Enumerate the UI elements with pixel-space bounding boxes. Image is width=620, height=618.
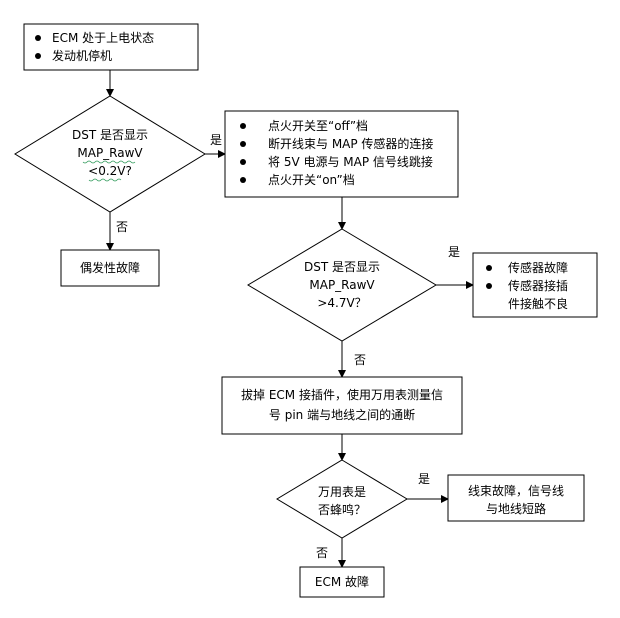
- bullet-icon: [35, 35, 41, 41]
- decision-2-line: DST 是否显示: [304, 260, 380, 274]
- action-1-line: 断开线束与 MAP 传感器的连接: [268, 136, 433, 151]
- decision-2-yes-label: 是: [448, 245, 460, 259]
- result-intermittent-box: 偶发性故障: [60, 249, 160, 287]
- result-ecm-text: ECM 故障: [315, 574, 369, 589]
- decision-2-line: MAP_RawV: [309, 278, 375, 292]
- decision-2-line: >4.7V？: [317, 296, 366, 310]
- spellcheck-underline: [82, 160, 136, 164]
- result-sensor-line: 传感器接插: [508, 278, 568, 293]
- action-1-line: 将 5V 电源与 MAP 信号线跳接: [268, 154, 433, 169]
- action-2-line: 号 pin 端与地线之间的通断: [269, 407, 415, 422]
- result-harness-box: 线束故障，信号线 与地线短路: [447, 474, 585, 522]
- start-box-line: ECM 处于上电状态: [52, 31, 154, 45]
- spellcheck-underline: [88, 178, 122, 182]
- decision-2: DST 是否显示 MAP_RawV >4.7V？: [247, 228, 437, 342]
- action-1-box: 点火开关至“off”档 断开线束与 MAP 传感器的连接 将 5V 电源与 MA…: [224, 110, 459, 198]
- decision-3-yes-label: 是: [418, 472, 430, 486]
- result-intermittent-text: 偶发性故障: [80, 260, 140, 275]
- decision-3: 万用表是 否蜂鸣？: [276, 459, 408, 539]
- decision-1: DST 是否显示 MAP_RawV <0.2V?: [14, 95, 206, 213]
- bullet-icon: [240, 159, 246, 165]
- decision-2-no-label: 否: [354, 353, 366, 367]
- action-1-line: 点火开关“on”档: [268, 173, 355, 187]
- result-ecm-box: ECM 故障: [299, 566, 385, 598]
- bullet-icon: [240, 141, 246, 147]
- decision-1-line: DST 是否显示: [72, 128, 148, 142]
- decision-1-yes-label: 是: [210, 133, 222, 147]
- decision-1-line: <0.2V?: [88, 164, 132, 178]
- start-box: ECM 处于上电状态 发动机停机: [23, 23, 199, 71]
- bullet-icon: [240, 123, 246, 129]
- result-harness-line: 线束故障，信号线: [468, 483, 564, 498]
- decision-3-line: 否蜂鸣？: [318, 502, 366, 517]
- result-sensor-line: 传感器故障: [508, 260, 568, 275]
- action-2-line: 拔掉 ECM 接插件，使用万用表测量信: [241, 387, 443, 402]
- action-2-box: 拔掉 ECM 接插件，使用万用表测量信 号 pin 端与地线之间的通断: [221, 376, 463, 435]
- decision-1-no-label: 否: [116, 220, 128, 234]
- decision-1-line: MAP_RawV: [77, 146, 143, 160]
- action-1-line: 点火开关至“off”档: [268, 119, 368, 133]
- bullet-icon: [486, 265, 492, 271]
- result-sensor-box: 传感器故障 传感器接插 件接触不良: [472, 252, 598, 318]
- result-sensor-line: 件接触不良: [508, 296, 568, 311]
- bullet-icon: [486, 283, 492, 289]
- decision-3-no-label: 否: [316, 546, 328, 560]
- bullet-icon: [240, 177, 246, 183]
- result-harness-line: 与地线短路: [486, 501, 546, 516]
- start-box-line: 发动机停机: [52, 48, 112, 63]
- decision-3-line: 万用表是: [318, 485, 366, 499]
- bullet-icon: [35, 53, 41, 59]
